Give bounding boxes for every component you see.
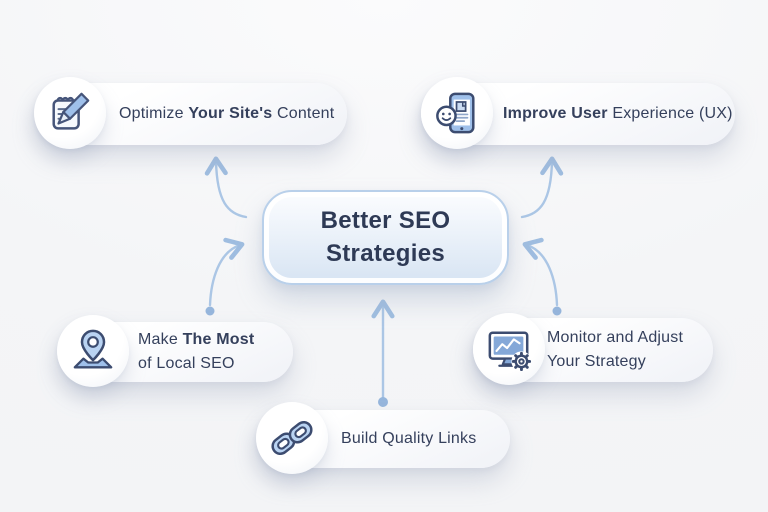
location-pin-icon [57, 315, 129, 387]
connector-local-seo-to-center [208, 237, 245, 307]
connector-monitor-adjust-to-center [522, 237, 559, 307]
connector-dot-local-seo [205, 306, 215, 316]
monitor-gear-icon [473, 313, 545, 385]
connector-center-to-improve-ux [520, 156, 564, 219]
notepad-pencil-icon [34, 77, 106, 149]
smartphone-smiley-icon [421, 77, 493, 149]
connector-dot-build-links [378, 397, 388, 407]
connector-center-to-optimize-content [204, 156, 248, 219]
node-improve-ux-label: Improve User Experience (UX) [503, 105, 733, 122]
connector-dot-monitor-adjust [552, 306, 562, 316]
node-build-links: Build Quality Links [256, 402, 510, 474]
node-optimize-content: Optimize Your Site's Content [34, 77, 347, 149]
node-improve-ux: Improve User Experience (UX) [421, 77, 735, 149]
chain-links-icon [256, 402, 328, 474]
node-optimize-content-label: Optimize Your Site's Content [119, 105, 335, 122]
node-build-links-label: Build Quality Links [341, 430, 477, 447]
